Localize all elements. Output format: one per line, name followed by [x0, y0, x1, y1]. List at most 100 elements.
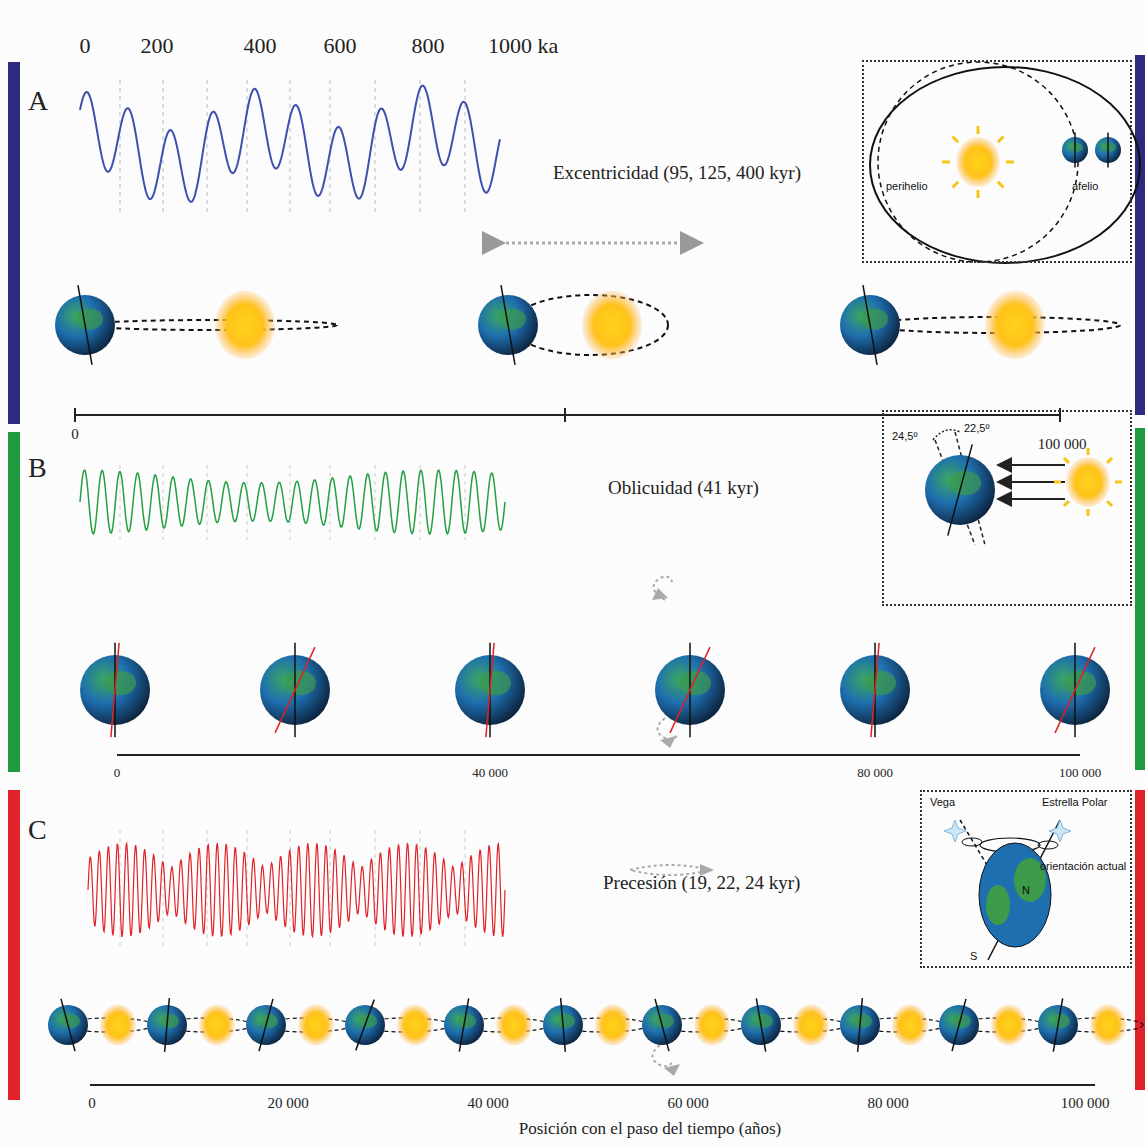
sun	[956, 137, 1000, 188]
sun	[199, 1004, 235, 1045]
axis-tick: 0	[114, 766, 121, 780]
sun	[397, 1004, 433, 1045]
panel-letter: A	[28, 86, 48, 117]
inset-label: orientación actual	[1040, 860, 1126, 872]
inset-label: afelio	[1072, 180, 1098, 192]
axis-tick: 800	[412, 34, 445, 58]
continent	[861, 309, 888, 330]
axis-title: Posición con el paso del tiempo (años)	[519, 1120, 782, 1139]
grid-line	[330, 465, 331, 540]
inset-label: S	[970, 950, 977, 962]
axis-tick: 80 000	[857, 766, 893, 780]
sun-ray	[977, 190, 980, 198]
inset-box: perihelio afelio	[862, 60, 1132, 263]
axis	[459, 998, 468, 1051]
continent	[1104, 143, 1116, 152]
axis-tick: 0	[88, 1095, 96, 1112]
sun-ray	[998, 137, 1004, 143]
axis	[948, 444, 972, 535]
sun	[1090, 1004, 1126, 1045]
axis	[561, 998, 566, 1052]
sun-ray	[1087, 509, 1090, 516]
axis-tick: 80 000	[867, 1095, 908, 1112]
axis-tick: 100 000	[1059, 766, 1101, 780]
axis-tick: 100 000	[1061, 1095, 1110, 1112]
sun	[100, 1004, 136, 1045]
tilt-axis	[871, 643, 879, 737]
axis	[1107, 132, 1109, 167]
sun	[496, 1004, 532, 1045]
sun-ray	[953, 137, 959, 143]
axis-tick: 100 000	[1038, 436, 1087, 453]
sun	[298, 1004, 334, 1045]
continent	[161, 1014, 179, 1028]
continent	[865, 671, 897, 696]
inset-box: 24,5º22,5º	[882, 410, 1132, 606]
obliquity-curve	[80, 470, 505, 534]
continent	[480, 671, 512, 696]
continent	[285, 671, 317, 696]
panel-title: Oblicuidad (41 kyr)	[608, 478, 759, 499]
continent	[656, 1014, 674, 1028]
grid-line	[465, 465, 466, 540]
axis	[858, 998, 863, 1052]
panel-title: Precesión (19, 22, 24 kyr)	[603, 873, 800, 894]
sun	[892, 1004, 928, 1045]
continent	[950, 471, 982, 496]
inset-label: perihelio	[886, 180, 928, 192]
inset-box: VegaEstrella Polarorientación actualNS	[920, 790, 1132, 968]
grid-line	[247, 80, 248, 215]
inset-label: Estrella Polar	[1042, 796, 1107, 808]
grid-line	[290, 830, 291, 950]
axis	[61, 999, 75, 1051]
continent	[1052, 1014, 1070, 1028]
panel-letter: B	[28, 453, 47, 484]
inset-label: Vega	[930, 796, 955, 808]
sun	[793, 1004, 829, 1045]
axis	[952, 999, 966, 1051]
sun-ray	[1006, 161, 1014, 164]
axis	[78, 285, 92, 365]
axis-tick: 0	[80, 34, 91, 58]
axis-tick: 1000 ka	[488, 34, 558, 58]
panel-title: Excentricidad (95, 125, 400 kyr)	[553, 163, 801, 184]
continent	[1065, 671, 1097, 696]
sun	[595, 1004, 631, 1045]
sun-ray	[1064, 501, 1069, 506]
precession-curve	[88, 843, 505, 937]
sun-ray	[1107, 501, 1112, 506]
axis	[1053, 998, 1062, 1051]
continent	[1071, 143, 1083, 152]
eccentricity-curve	[80, 86, 500, 202]
tilt-axis	[111, 643, 119, 737]
axis-tick: 0	[71, 426, 79, 443]
sun	[985, 291, 1045, 360]
axis	[863, 285, 877, 365]
axis-tick: 20 000	[267, 1095, 308, 1112]
sun-ray	[1054, 481, 1061, 484]
grid-line	[163, 830, 164, 950]
sun	[1066, 457, 1110, 508]
grid-line	[207, 80, 208, 215]
axis-tick: 400	[244, 34, 277, 58]
continent	[105, 671, 137, 696]
tilt-axis	[1055, 647, 1095, 733]
axis	[1074, 132, 1076, 167]
continent	[680, 671, 712, 696]
axis-tick: 60 000	[667, 1095, 708, 1112]
sun	[582, 291, 642, 360]
axis	[165, 998, 170, 1052]
tilt-axis	[275, 647, 315, 733]
sun	[215, 291, 275, 360]
axis-tick: 40 000	[472, 766, 508, 780]
sun-ray	[1064, 458, 1069, 463]
sun-ray	[998, 182, 1004, 188]
sun-ray	[953, 182, 959, 188]
axis-tick: 200	[141, 34, 174, 58]
sun-ray	[942, 161, 950, 164]
sun-ray	[1107, 458, 1112, 463]
axis	[259, 999, 273, 1051]
grid-line	[207, 465, 208, 540]
grid-line	[120, 80, 121, 215]
